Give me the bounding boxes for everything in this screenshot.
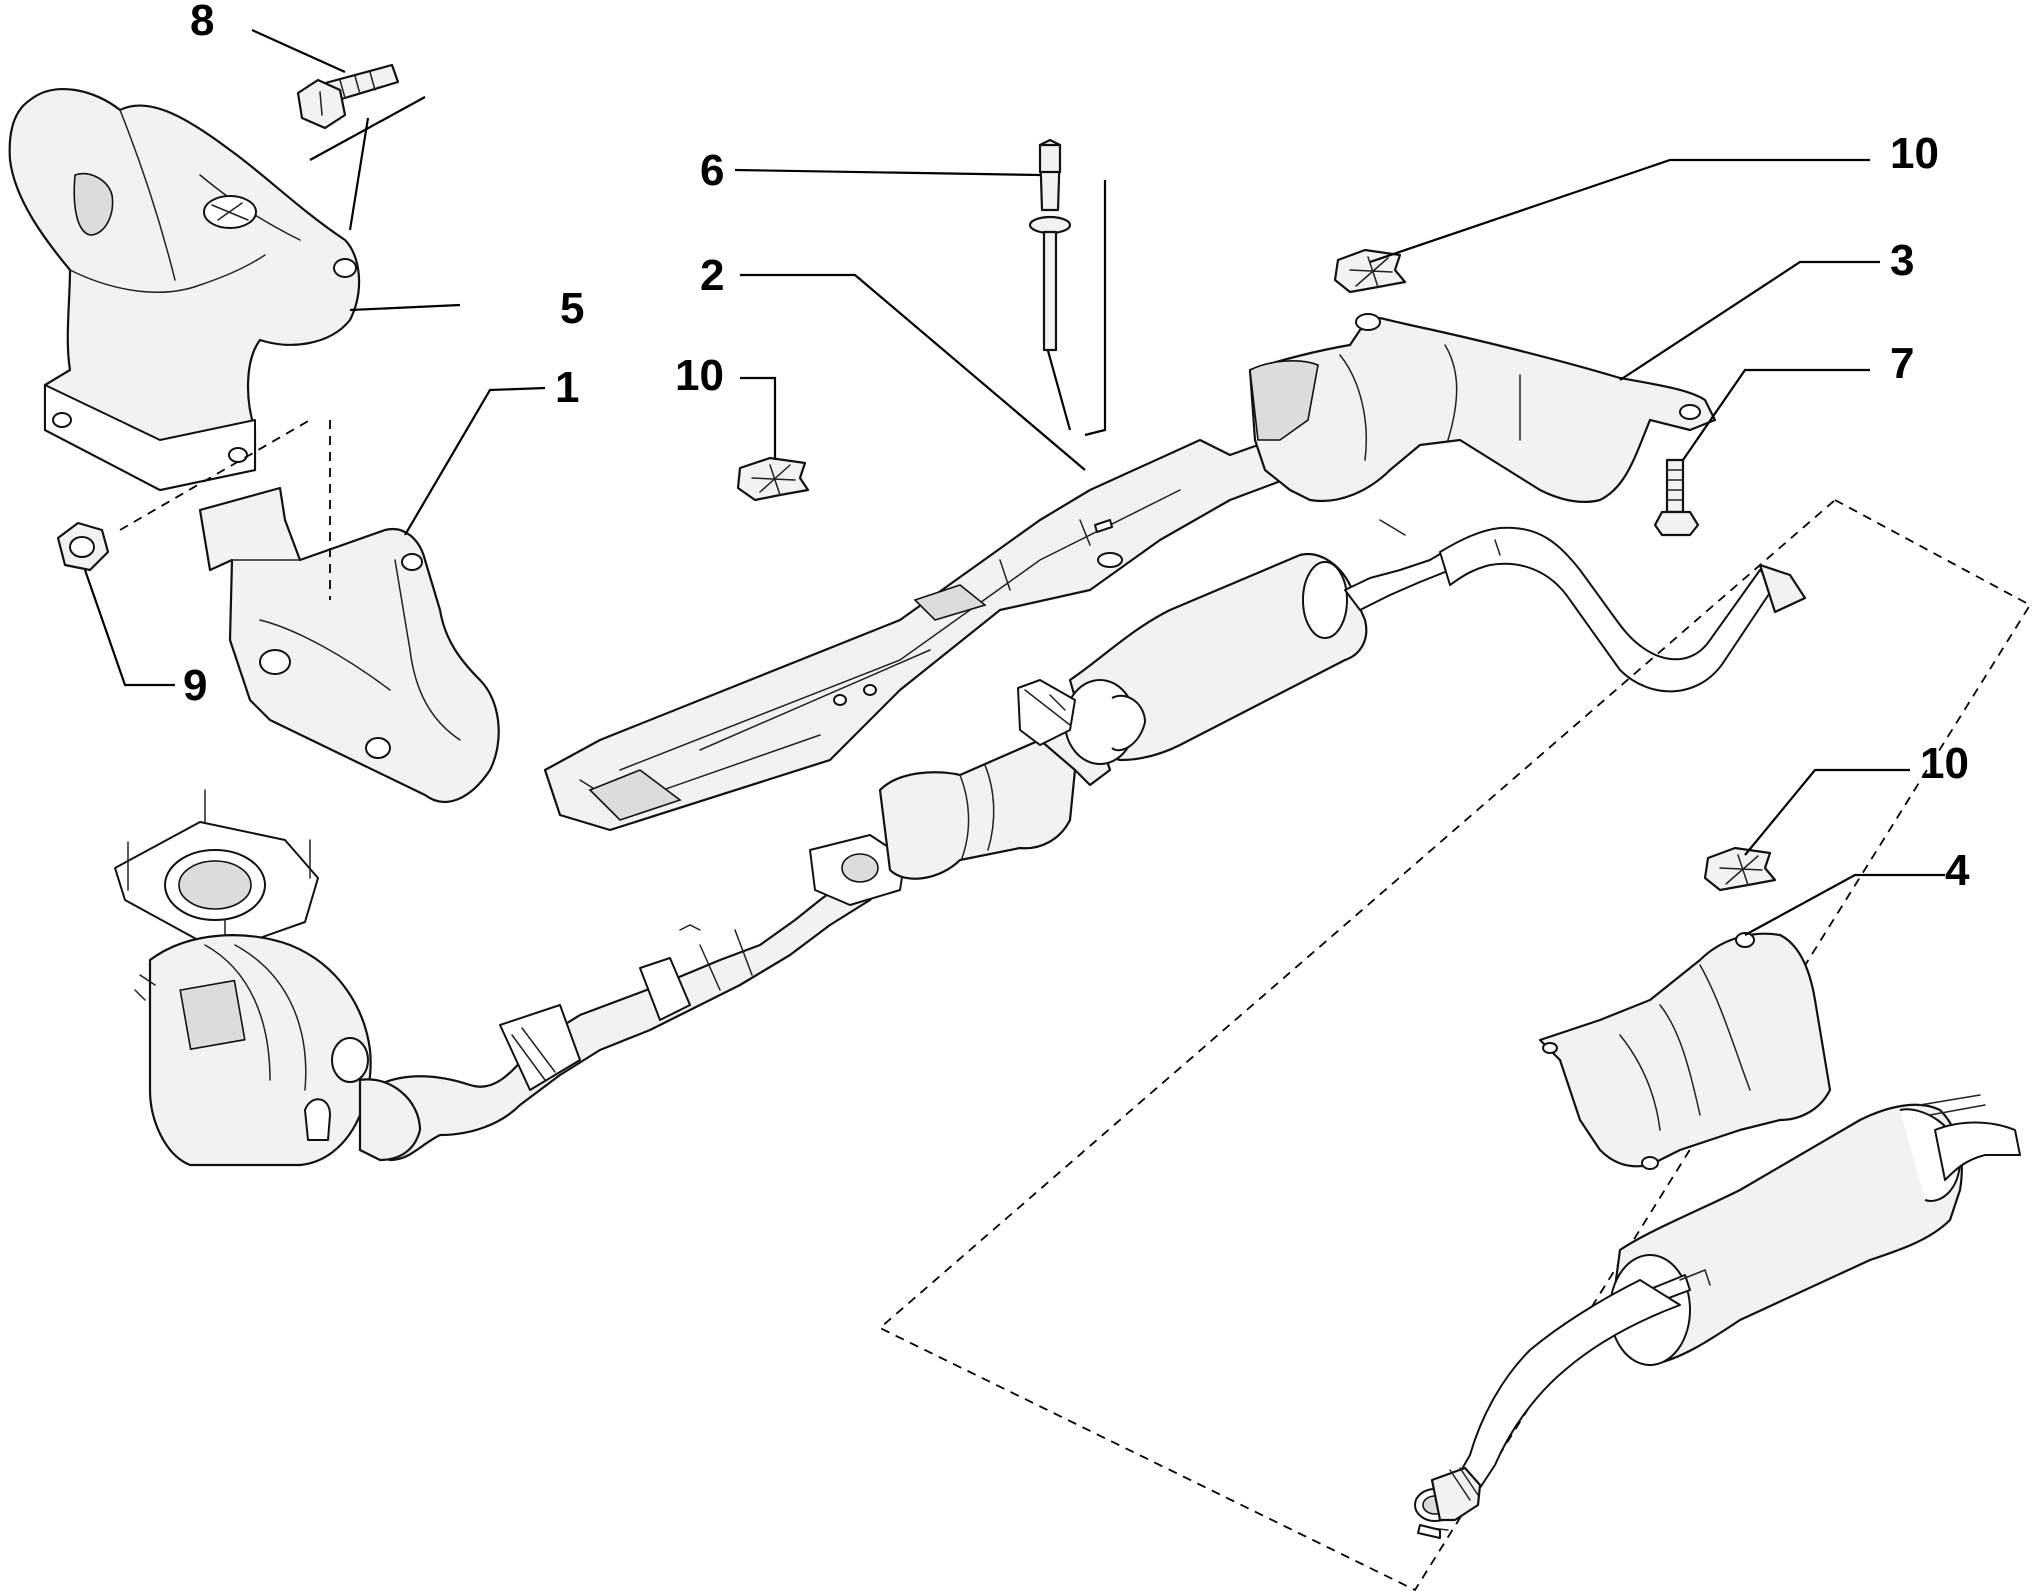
centre-silencer [1017, 519, 1807, 765]
rear-silencer [1414, 1094, 2021, 1539]
leader-1 [404, 386, 546, 536]
callout-1: 1 [555, 363, 579, 412]
clip-part-10a [736, 456, 810, 502]
leader-3 [1619, 260, 1880, 381]
callout-4: 4 [1945, 846, 1970, 895]
leader-2 [740, 273, 1086, 471]
leader-4 [1744, 873, 1945, 936]
leader-9 [83, 569, 175, 687]
callout-3: 3 [1890, 236, 1914, 285]
callout-7: 7 [1890, 339, 1914, 388]
callout-10a: 10 [675, 351, 724, 400]
leader-8c [309, 96, 426, 161]
front-catalytic-converter [114, 789, 372, 1167]
leader-6 [734, 168, 1041, 177]
heat-shield-part-1 [198, 420, 500, 803]
rear-section-dashed-outline [878, 499, 2032, 1591]
nut-part-9 [56, 419, 311, 572]
front-downpipe [358, 858, 890, 1162]
callout-10c: 10 [1920, 739, 1969, 788]
leader-6-down [1084, 180, 1107, 437]
clip-part-10c [1703, 846, 1777, 892]
manifold-heat-shield [8, 88, 361, 492]
bolt-part-8 [296, 63, 400, 130]
heat-shield-part-4 [1538, 932, 1832, 1170]
leader-10c [1744, 768, 1910, 856]
callout-2: 2 [700, 251, 724, 300]
leader-5 [349, 303, 461, 312]
callout-5: 5 [560, 284, 584, 333]
leader-10b [1369, 158, 1870, 264]
middle-catalytic-converter [809, 726, 1112, 906]
bolt-part-7 [1653, 458, 1700, 537]
heat-shield-part-3 [1248, 313, 1717, 504]
callout-10b: 10 [1890, 129, 1939, 178]
leader-8b [348, 117, 370, 231]
leader-8 [251, 28, 346, 74]
clip-part-10b [1333, 248, 1407, 294]
callout-9: 9 [183, 661, 207, 710]
leader-7 [1682, 368, 1870, 461]
leader-6-arrow [1043, 339, 1072, 431]
callout-8: 8 [190, 0, 214, 45]
rivet-part-6 [1028, 138, 1072, 352]
callout-6: 6 [700, 146, 724, 195]
leader-10a [740, 376, 777, 460]
